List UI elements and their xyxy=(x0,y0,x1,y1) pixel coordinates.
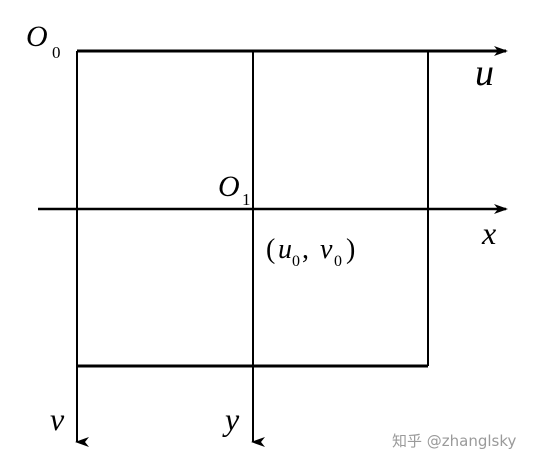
svg-text:,: , xyxy=(302,234,309,265)
svg-text:0: 0 xyxy=(292,253,300,270)
svg-text:u: u xyxy=(278,234,292,265)
x-label: x xyxy=(481,215,496,251)
svg-text:0: 0 xyxy=(334,253,342,270)
v-label: v xyxy=(50,401,65,437)
origin-o0-label: O 0 xyxy=(26,20,61,62)
svg-text:0: 0 xyxy=(52,43,61,62)
svg-text:(: ( xyxy=(266,234,275,265)
svg-text:O: O xyxy=(218,170,240,203)
svg-text:1: 1 xyxy=(242,190,251,209)
svg-text:O: O xyxy=(26,20,48,53)
watermark-text: 知乎 @zhanglsky xyxy=(392,432,517,450)
y-label: y xyxy=(222,401,240,437)
svg-text:v: v xyxy=(320,234,333,265)
principal-point-label: ( u 0 , v 0 ) xyxy=(266,234,355,270)
origin-o1-label: O 1 xyxy=(218,170,251,209)
u-label: u xyxy=(475,52,494,94)
svg-text:): ) xyxy=(346,234,355,265)
